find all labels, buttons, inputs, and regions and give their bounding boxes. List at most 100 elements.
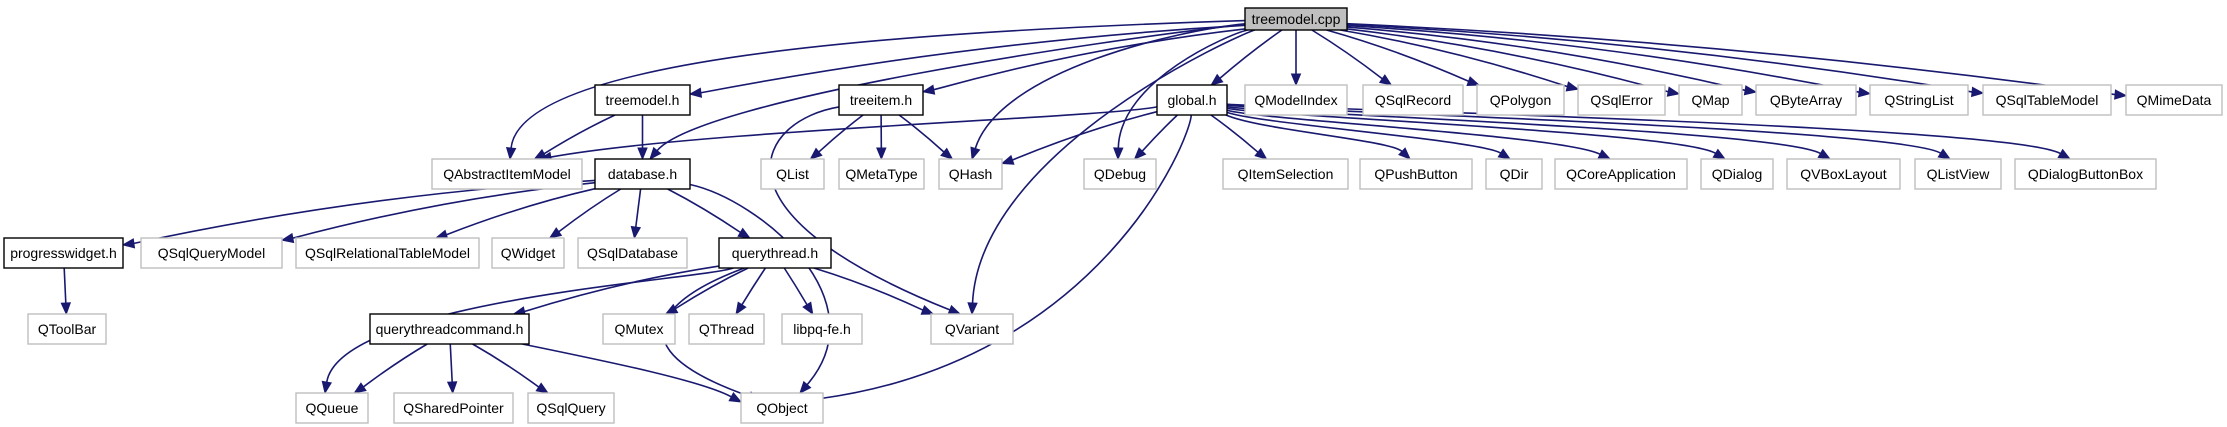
node-box xyxy=(295,237,480,269)
node-qmap: QMap xyxy=(1678,84,1743,116)
node-libpq-fe-h: libpq-fe.h xyxy=(781,313,863,345)
node-qbytearray: QByteArray xyxy=(1755,84,1857,116)
node-label: querythread.h xyxy=(732,245,818,261)
edge-global_h-to-QPushButton xyxy=(1225,114,1411,160)
node-box xyxy=(1156,84,1228,116)
node-label: QMetaType xyxy=(845,166,918,182)
node-label: QVBoxLayout xyxy=(1800,166,1886,182)
node-label: QListView xyxy=(1927,166,1991,182)
node-treemodel-h[interactable]: treemodel.h xyxy=(594,84,691,116)
node-treeitem-h[interactable]: treeitem.h xyxy=(838,84,924,116)
node-box xyxy=(1476,84,1565,116)
edge-treemodel_cpp-to-global_h xyxy=(1210,29,1283,86)
node-box xyxy=(594,158,691,190)
edge-global_h-to-QDir xyxy=(1226,111,1512,160)
node-qvboxlayout: QVBoxLayout xyxy=(1786,158,1901,190)
edge-global_h-to-QDebug xyxy=(1133,114,1178,160)
node-label: QSqlRecord xyxy=(1375,92,1451,108)
node-box xyxy=(1485,158,1543,190)
node-qstringlist: QStringList xyxy=(1869,84,1969,116)
node-querythread-h[interactable]: querythread.h xyxy=(718,237,832,269)
node-label: QHash xyxy=(949,166,993,182)
node-box xyxy=(760,158,825,190)
edge-querythread_h-to-QThread xyxy=(735,267,767,316)
node-label: QSqlError xyxy=(1590,92,1653,108)
node-qlistview: QListView xyxy=(1914,158,2002,190)
node-box xyxy=(930,313,1014,345)
edge-treemodel_cpp-to-QVariant xyxy=(967,29,1256,316)
node-qdir: QDir xyxy=(1485,158,1543,190)
node-qmodelindex: QModelIndex xyxy=(1244,84,1348,116)
node-label: QSqlQuery xyxy=(536,400,605,416)
node-box xyxy=(1083,158,1157,190)
node-label: QVariant xyxy=(945,321,999,337)
node-box xyxy=(1678,84,1743,116)
node-label: QMimeData xyxy=(2137,92,2212,108)
node-qabstractitemmodel: QAbstractItemModel xyxy=(431,158,583,190)
node-treemodel-cpp[interactable]: treemodel.cpp xyxy=(1244,7,1348,31)
node-label: treemodel.h xyxy=(606,92,680,108)
node-box xyxy=(27,313,107,345)
node-label: QStringList xyxy=(1884,92,1953,108)
edge-database_h-to-QSqlQueryModel xyxy=(280,181,596,244)
edge-treemodel_cpp-to-QAbstractItemModel xyxy=(505,19,1246,161)
edge-querythread_h-to-QQueue xyxy=(321,267,734,395)
edge-querythread_h-to-QVariant xyxy=(813,267,935,315)
node-progresswidget-h[interactable]: progresswidget.h xyxy=(3,237,124,269)
edge-treemodel_cpp-to-QMap xyxy=(1346,28,1681,97)
node-querythreadcommand-h[interactable]: querythreadcommand.h xyxy=(369,313,530,345)
node-global-h[interactable]: global.h xyxy=(1156,84,1228,116)
node-qmimedata: QMimeData xyxy=(2125,84,2223,116)
node-box xyxy=(1982,84,2112,116)
edge-querythread_h-to-querythreadcommand_h xyxy=(512,265,720,317)
node-box xyxy=(1700,158,1774,190)
node-database-h[interactable]: database.h xyxy=(594,158,691,190)
node-qhash: QHash xyxy=(938,158,1003,190)
node-label: QDir xyxy=(1500,166,1529,182)
node-qdialogbuttonbox: QDialogButtonBox xyxy=(2014,158,2157,190)
edge-treemodel_cpp-to-QSqlError xyxy=(1340,29,1580,92)
edge-treemodel_cpp-to-database_h xyxy=(649,23,1246,161)
edge-treemodel_cpp-to-QDebug xyxy=(1113,29,1248,161)
node-box xyxy=(527,392,615,424)
edge-querythreadcommand_h-to-QSqlQuery xyxy=(472,343,550,394)
node-label: QToolBar xyxy=(38,321,97,337)
edge-querythread_h-to-QMutex xyxy=(664,267,749,315)
node-box xyxy=(1359,158,1473,190)
node-box xyxy=(369,313,530,345)
node-qcoreapplication: QCoreApplication xyxy=(1554,158,1688,190)
node-label: QThread xyxy=(699,321,754,337)
node-box xyxy=(838,84,924,116)
node-qsqltablemodel: QSqlTableModel xyxy=(1982,84,2112,116)
node-box xyxy=(577,237,688,269)
node-label: QAbstractItemModel xyxy=(443,166,571,182)
edge-treemodel_cpp-to-QModelIndex xyxy=(1290,30,1302,87)
edge-treemodel_cpp-to-treeitem_h xyxy=(921,28,1246,95)
node-label: querythreadcommand.h xyxy=(376,321,524,337)
edge-treemodel_cpp-to-QSqlRecord xyxy=(1311,29,1393,86)
node-box xyxy=(295,392,369,424)
edge-treeitem_h-to-QHash xyxy=(898,114,954,160)
node-label: database.h xyxy=(608,166,677,182)
edge-treemodel_cpp-to-QStringList xyxy=(1346,24,1872,98)
node-qvariant: QVariant xyxy=(930,313,1014,345)
node-box xyxy=(2125,84,2223,116)
node-qsqldatabase: QSqlDatabase xyxy=(577,237,688,269)
node-label: QCoreApplication xyxy=(1566,166,1676,182)
edge-querythread_h-to-libpq_fe_h xyxy=(783,267,814,316)
node-box xyxy=(1786,158,1901,190)
edge-querythreadcommand_h-to-QQueue xyxy=(353,343,428,394)
node-qqueue: QQueue xyxy=(295,392,369,424)
node-qsqlerror: QSqlError xyxy=(1577,84,1666,116)
edge-database_h-to-querythread_h xyxy=(667,188,751,239)
node-box xyxy=(1869,84,1969,116)
node-label: QPushButton xyxy=(1374,166,1457,182)
node-box xyxy=(594,84,691,116)
node-label: QMap xyxy=(1691,92,1729,108)
node-label: progresswidget.h xyxy=(10,245,117,261)
edge-treeitem_h-to-QMetaType xyxy=(876,114,887,161)
node-box xyxy=(1755,84,1857,116)
edge-global_h-to-QObject xyxy=(808,114,1193,404)
edge-database_h-to-QSqlDatabase xyxy=(630,188,642,240)
node-box xyxy=(838,158,925,190)
